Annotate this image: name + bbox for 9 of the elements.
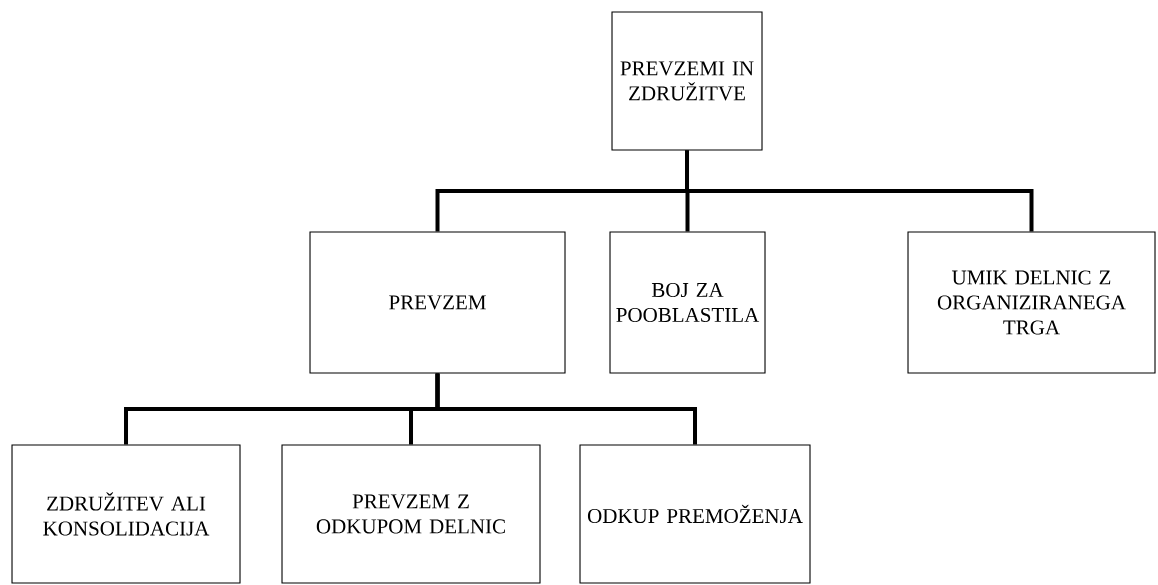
org-box: ZDRUŽITEV ALI KONSOLIDACIJA	[11, 444, 241, 584]
org-box: ODKUP PREMOŽENJA	[579, 444, 811, 584]
org-box: PREVZEM	[309, 231, 566, 374]
org-box: PREVZEM Z ODKUPOM DELNIC	[281, 444, 541, 584]
connector	[435, 373, 697, 445]
connector	[685, 150, 1034, 232]
org-box: BOJ ZA POOBLASTILA	[609, 231, 766, 374]
org-box: PREVZEMI IN ZDRUŽITVE	[611, 11, 763, 151]
org-box: UMIK DELNIC Z ORGANIZIRANEGA TRGA	[907, 231, 1156, 374]
